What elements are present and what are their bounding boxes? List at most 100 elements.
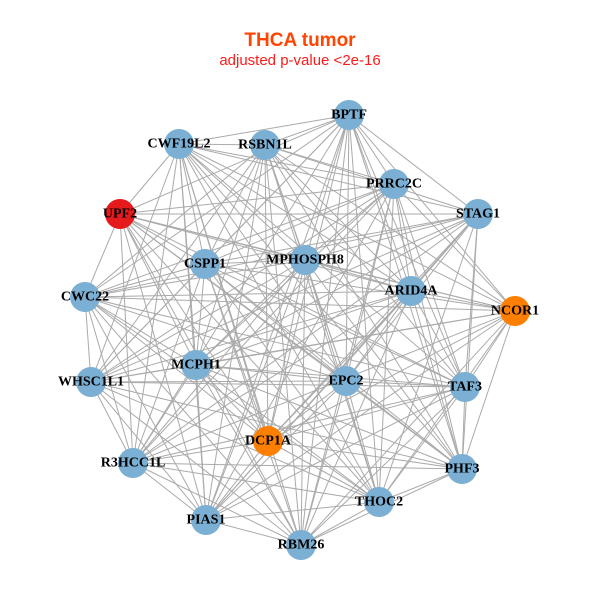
edge [195, 364, 269, 442]
edge [195, 364, 347, 382]
edge [178, 143, 302, 546]
edge [132, 213, 479, 464]
edge [300, 380, 347, 546]
edge [267, 386, 466, 442]
edge [90, 381, 380, 503]
node-bptf[interactable]: BPTF [331, 100, 367, 130]
edge [119, 213, 197, 366]
edge [267, 440, 463, 470]
figure-subtitle: adjusted p-value <2e-16 [219, 52, 381, 69]
edge [84, 183, 395, 298]
node-arid4a[interactable]: ARID4A [385, 276, 439, 306]
edge [464, 310, 516, 388]
edge [132, 310, 516, 464]
edge [345, 290, 412, 382]
node-taf3[interactable]: TAF3 [448, 372, 482, 402]
node-circle [334, 100, 364, 130]
edges-layer [84, 114, 516, 546]
edge [84, 296, 302, 546]
edge [204, 263, 466, 388]
edge [264, 144, 302, 546]
node-label: BPTF [331, 108, 367, 123]
node-circle [105, 199, 135, 229]
node-label: ARID4A [385, 284, 439, 299]
edge [205, 386, 466, 521]
edge [205, 183, 395, 521]
node-rbm26[interactable]: RBM26 [278, 530, 325, 560]
edge [119, 183, 395, 215]
edge [204, 263, 302, 546]
edge [393, 183, 516, 312]
edge [84, 296, 197, 366]
edge [84, 144, 266, 298]
edge [410, 290, 466, 388]
edge [204, 263, 347, 382]
edge [84, 296, 207, 521]
node-label: CSPP1 [184, 257, 226, 272]
node-r3hcc1l[interactable]: R3HCC1L [101, 448, 166, 478]
edge [178, 143, 466, 388]
node-cwc22[interactable]: CWC22 [61, 282, 109, 312]
edge [90, 381, 134, 464]
node-circle [450, 372, 480, 402]
edge [119, 213, 269, 442]
node-mphosph8[interactable]: MPHOSPH8 [266, 245, 344, 275]
node-prrc2c[interactable]: PRRC2C [366, 169, 422, 199]
edge [84, 296, 134, 464]
edge [378, 310, 516, 503]
node-label: PRRC2C [366, 177, 422, 192]
edge [84, 213, 479, 298]
node-label: WHSC1L1 [58, 375, 124, 390]
node-cspp1[interactable]: CSPP1 [184, 249, 226, 279]
edge [204, 263, 380, 503]
edge [119, 213, 207, 521]
edge [195, 259, 306, 366]
node-epc2[interactable]: EPC2 [329, 366, 364, 396]
node-circle [286, 530, 316, 560]
edge [178, 143, 347, 382]
edge [300, 259, 306, 546]
node-dcp1a[interactable]: DCP1A [245, 426, 292, 456]
edge [90, 381, 302, 546]
node-rsbn1l[interactable]: RSBN1L [238, 130, 292, 160]
edge [410, 290, 516, 312]
node-phf3[interactable]: PHF3 [445, 454, 480, 484]
node-cwf19l2[interactable]: CWF19L2 [148, 129, 211, 159]
node-label: PHF3 [445, 462, 480, 477]
edge [204, 259, 306, 265]
node-stag1[interactable]: STAG1 [456, 199, 500, 229]
node-label: RSBN1L [238, 138, 292, 153]
edge [90, 381, 466, 388]
edge [205, 440, 269, 521]
edge [178, 143, 395, 185]
edge [300, 183, 395, 546]
edge [132, 440, 269, 464]
node-pias1[interactable]: PIAS1 [187, 505, 226, 535]
edge [461, 310, 516, 470]
edge [204, 263, 516, 312]
edge [378, 386, 466, 503]
edge [90, 213, 479, 383]
edge [204, 213, 479, 265]
node-ncor1[interactable]: NCOR1 [491, 296, 539, 326]
node-mcph1[interactable]: MCPH1 [171, 350, 221, 380]
edge [300, 386, 466, 546]
edge [119, 213, 412, 292]
edge [84, 296, 466, 388]
node-thoc2[interactable]: THOC2 [355, 487, 403, 517]
node-circle [250, 130, 280, 160]
node-upf2[interactable]: UPF2 [103, 199, 137, 229]
node-whsc1l1[interactable]: WHSC1L1 [58, 367, 124, 397]
node-circle [190, 249, 220, 279]
edge [84, 213, 121, 298]
edge [205, 114, 350, 521]
edge [119, 213, 380, 503]
edge [393, 183, 463, 470]
node-circle [181, 350, 211, 380]
edge [348, 114, 412, 292]
edge [304, 259, 463, 470]
edge [300, 114, 350, 546]
edge [195, 364, 207, 521]
edge [90, 259, 306, 383]
